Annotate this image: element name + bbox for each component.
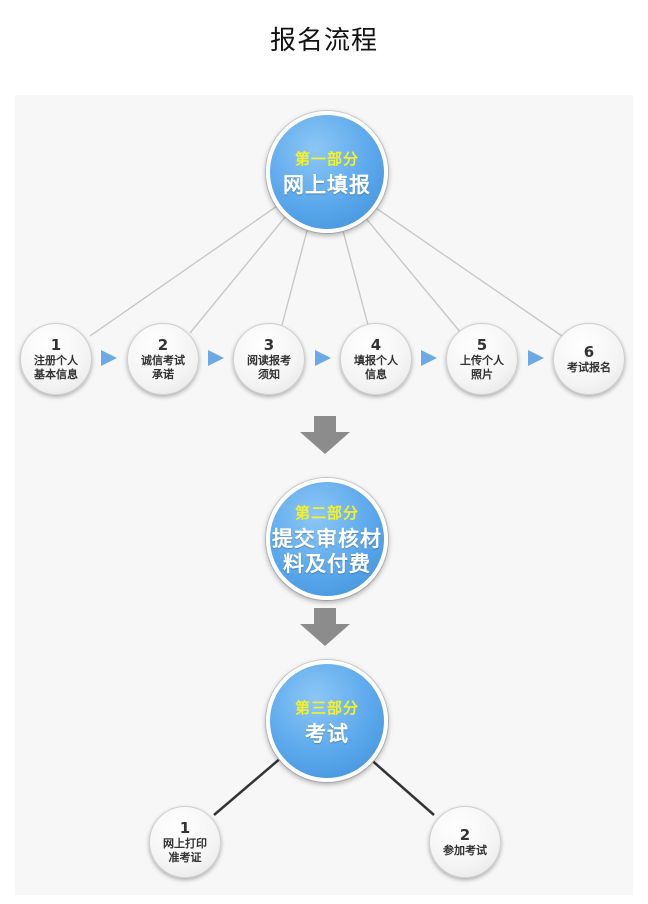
step6-number: 6 [583, 342, 595, 361]
step5-circle: 5 上传个人 照片 [446, 323, 518, 395]
connector-line-p1-s6 [372, 205, 563, 337]
step3-number: 3 [263, 335, 275, 354]
arrow-right-icon [315, 350, 331, 366]
arrow-right-icon [528, 350, 544, 366]
step5-label-line1: 上传个人 [460, 353, 504, 367]
step2-number: 2 [157, 335, 169, 354]
part1-label: 第一部分 [294, 149, 359, 168]
step2-label-line2: 承诺 [152, 367, 174, 381]
step5-label-line2: 照片 [471, 367, 493, 381]
step2-circle: 2 诚信考试 承诺 [127, 323, 199, 395]
part2-label: 第二部分 [294, 504, 359, 522]
exam-step2-label-line1: 参加考试 [443, 843, 487, 857]
step2-label-line1: 诚信考试 [141, 353, 185, 367]
arrow-right-icon [101, 350, 117, 366]
connector-line-p1-s1 [89, 205, 278, 337]
exam-step2-number: 2 [459, 825, 471, 844]
step3-label-line2: 须知 [258, 367, 280, 381]
step1-label-line1: 注册个人 [34, 353, 78, 367]
part3-label: 第三部分 [294, 698, 359, 717]
step4-number: 4 [370, 335, 382, 354]
exam-step1-number: 1 [179, 818, 191, 837]
exam-step1-label-line2: 准考证 [168, 850, 202, 864]
step3-circle: 3 阅读报考 须知 [233, 323, 305, 395]
connector-line-p3-s2 [367, 756, 435, 816]
exam-step1-label-line1: 网上打印 [163, 836, 207, 850]
part2-name-line1: 提交审核材 [272, 526, 382, 551]
arrow-right-icon [421, 350, 437, 366]
part2-name-line2: 料及付费 [283, 551, 371, 576]
part1-circle: 第一部分 网上填报 [266, 111, 388, 233]
step4-label-line2: 信息 [365, 367, 387, 381]
connector-line-p3-s1 [213, 756, 283, 816]
part1-name: 网上填报 [283, 171, 371, 197]
connector-line-p1-s3 [281, 226, 309, 326]
page-title: 报名流程 [269, 26, 378, 56]
part3-circle: 第三部分 考试 [266, 660, 388, 782]
connector-line-p1-s5 [363, 215, 462, 334]
step6-label-line1: 考试报名 [567, 360, 611, 374]
exam-step1-circle: 1 网上打印 准考证 [149, 806, 221, 878]
connector-line-p1-s4 [341, 226, 369, 326]
arrow-right-icon [208, 350, 224, 366]
part2-circle: 第二部分 提交审核材 料及付费 [266, 478, 388, 600]
arrow-down-icon [300, 416, 350, 454]
step4-circle: 4 填报个人 信息 [340, 323, 412, 395]
part3-name: 考试 [305, 720, 349, 746]
step4-label-line1: 填报个人 [354, 353, 398, 367]
connector-line-p1-s2 [189, 215, 287, 334]
step1-circle: 1 注册个人 基本信息 [20, 323, 92, 395]
step6-circle: 6 考试报名 [553, 323, 625, 395]
step5-number: 5 [476, 335, 488, 354]
exam-step2-circle: 2 参加考试 [429, 806, 501, 878]
step1-number: 1 [50, 335, 62, 354]
arrow-down-icon [300, 608, 350, 646]
step1-label-line2: 基本信息 [34, 367, 78, 381]
step3-label-line1: 阅读报考 [247, 353, 291, 367]
